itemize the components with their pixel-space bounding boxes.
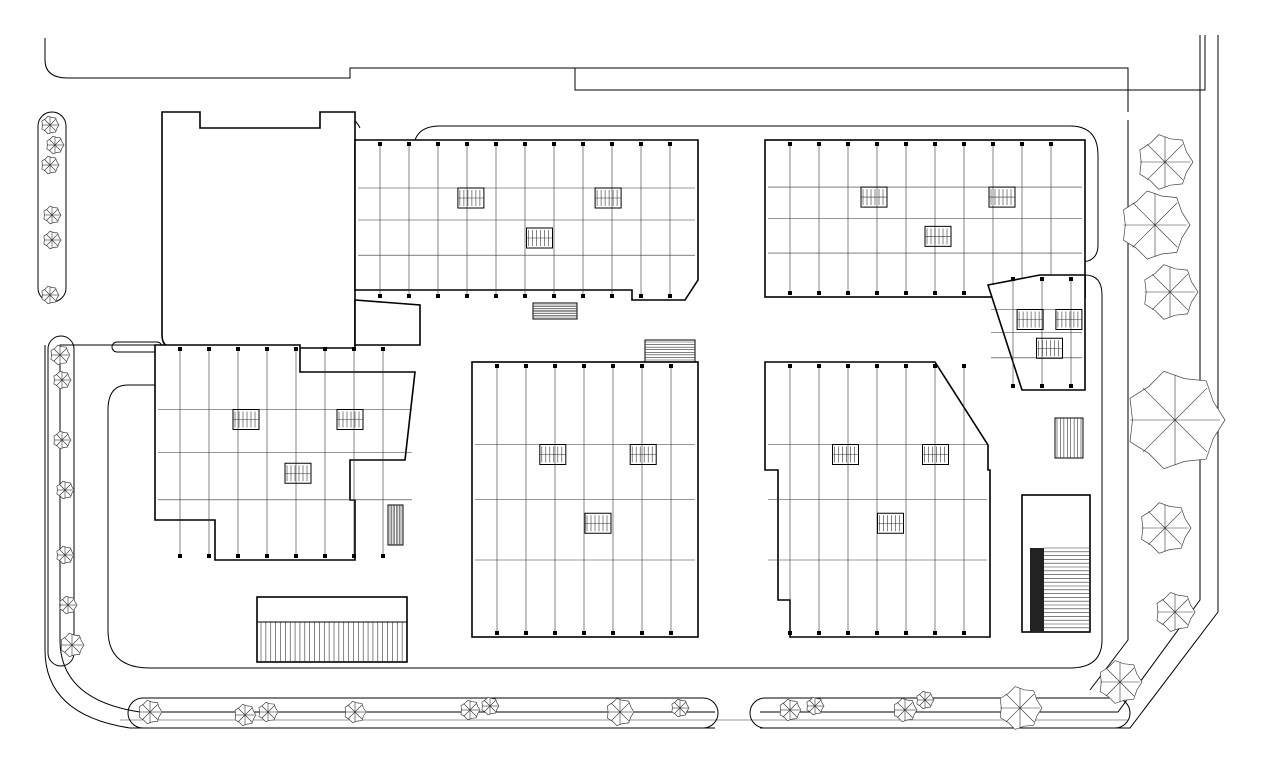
stair-core xyxy=(336,409,364,430)
tree-icon xyxy=(999,686,1043,730)
stair-core xyxy=(1055,309,1083,330)
parking-south-west xyxy=(256,596,408,663)
tree-icon xyxy=(50,344,71,366)
tree-icon xyxy=(916,690,935,710)
ramp xyxy=(387,504,404,546)
stair-core xyxy=(539,444,567,465)
tree-icon xyxy=(53,430,72,450)
block-center xyxy=(471,361,699,638)
tree-icon xyxy=(41,115,60,135)
tree-icon xyxy=(1139,134,1194,190)
tree-icon xyxy=(41,285,60,305)
ramp xyxy=(644,339,696,363)
tree-icon xyxy=(41,155,60,175)
ramp xyxy=(1054,417,1084,459)
stair-core xyxy=(1016,309,1044,330)
tree-icon xyxy=(1141,502,1192,554)
tree-icon xyxy=(460,699,481,721)
ramp xyxy=(532,302,578,320)
tree-icon xyxy=(1156,592,1196,632)
block-north-east xyxy=(764,139,1086,298)
stair-core xyxy=(924,225,952,247)
tree-icon xyxy=(59,595,78,615)
tree-icon xyxy=(1144,264,1199,320)
stair-core xyxy=(832,444,859,465)
block-south-east xyxy=(764,361,991,638)
tree-icon xyxy=(138,699,163,725)
tree-icon xyxy=(1123,190,1191,260)
stair-core xyxy=(232,409,260,430)
tree-icon xyxy=(234,703,257,727)
block-east-wing xyxy=(986,274,1086,391)
tree-icon xyxy=(43,230,62,250)
tree-icon xyxy=(43,205,62,225)
stair-core xyxy=(1036,337,1063,359)
tree-icon xyxy=(1099,660,1143,704)
stair-core xyxy=(594,187,622,209)
tree-icon xyxy=(344,700,367,724)
tree-icon xyxy=(258,701,279,723)
stair-core xyxy=(526,227,553,249)
tree-icon xyxy=(56,545,75,565)
stair-core xyxy=(629,444,657,465)
tree-icon xyxy=(779,698,802,722)
tree-icon xyxy=(46,135,65,155)
tree-icon xyxy=(893,697,918,723)
tree-icon xyxy=(60,632,85,658)
stair-core xyxy=(988,186,1016,208)
tree-icon xyxy=(671,698,690,718)
block-north-west xyxy=(354,139,699,301)
tree-icon xyxy=(607,697,635,727)
stair-core xyxy=(284,462,312,484)
tree-icon xyxy=(806,696,825,716)
block-west xyxy=(154,344,416,561)
tree-icon xyxy=(56,480,75,500)
stair-core xyxy=(922,444,949,465)
stair-core xyxy=(877,512,904,534)
tall-podium xyxy=(161,111,421,349)
parking-east xyxy=(1021,494,1091,633)
stair-core xyxy=(457,187,485,209)
tree-icon xyxy=(53,370,72,390)
tree-icon xyxy=(481,696,500,716)
stair-core xyxy=(860,186,888,208)
tree-icon xyxy=(1129,370,1226,470)
stair-core xyxy=(584,512,612,534)
trees xyxy=(41,115,1226,730)
